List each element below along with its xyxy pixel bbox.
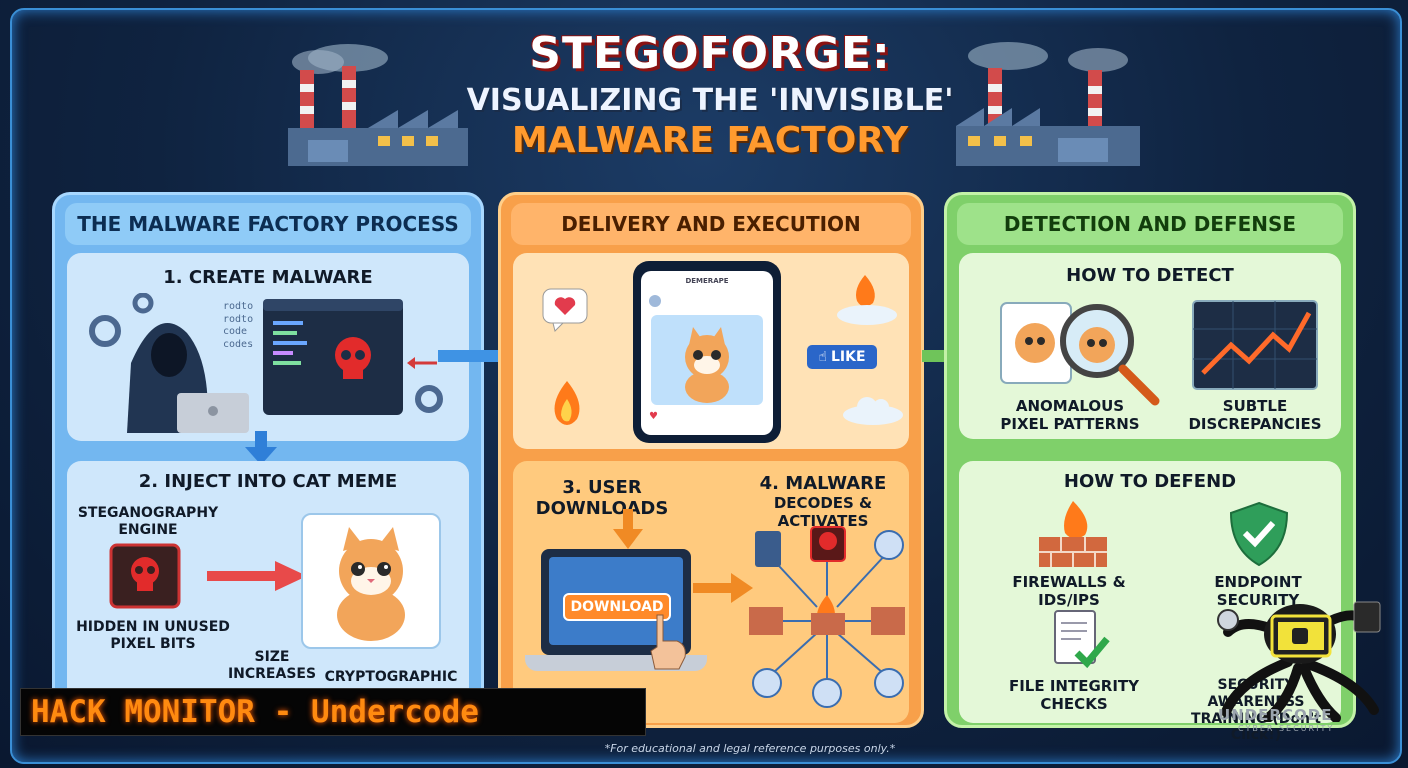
arrow-down-icon — [613, 509, 643, 549]
defend-box: HOW TO DEFEND FIREWALLS & IDS/IPS ENDPOI… — [959, 461, 1341, 743]
page-subtitle: VISUALIZING THE 'INVISIBLE' — [466, 83, 954, 118]
download-box: 3. USER DOWNLOADS 4. MALWARE DECODES & A… — [513, 461, 909, 723]
defend-item-file-integrity: FILE INTEGRITY CHECKS — [1008, 677, 1139, 713]
disclaimer-footer: *For educational and legal reference pur… — [604, 742, 896, 755]
phone-screen: DEMERAPE ♥ — [641, 271, 773, 435]
watermark-brand: UNDERCODE — [1218, 706, 1333, 724]
code-terminal-icon — [263, 299, 403, 415]
page-title: STEGOFORGE: — [529, 28, 891, 79]
cryptographic-label: CRYPTOGRAPHIC — [324, 669, 458, 685]
title-block: STEGOFORGE: VISUALIZING THE 'INVISIBLE' … — [420, 28, 1000, 161]
arrow-down-icon — [245, 431, 277, 465]
detect-item-anomalous: ANOMALOUS PIXEL PATTERNS — [1000, 397, 1140, 433]
process-panel-heading: THE MALWARE FACTORY PROCESS — [65, 203, 471, 245]
like-heart-icon[interactable]: ♥ — [649, 411, 658, 422]
process-panel: THE MALWARE FACTORY PROCESS 1. CREATE MA… — [52, 192, 484, 728]
step2-title: 2. INJECT INTO CAT MEME — [138, 471, 398, 492]
file-check-icon — [1054, 610, 1110, 669]
code-snippet: rodto rodto code codes — [223, 301, 254, 350]
hack-monitor-badge: HACK MONITOR - Undercode — [20, 688, 646, 736]
cat-icon — [337, 527, 405, 641]
watermark-tagline: CYBER SECURITY — [1238, 724, 1335, 733]
gear-icon — [407, 357, 443, 413]
cat-meme-image — [301, 513, 441, 649]
download-button[interactable]: DOWNLOAD — [563, 593, 671, 621]
factory-left-icon — [288, 44, 468, 166]
engine-label: STEGANOGRAPHY ENGINE — [77, 505, 219, 538]
badge-text: HACK MONITOR - Undercode — [31, 694, 479, 730]
detect-item-discrepancies: SUBTLE DISCREPANCIES — [1188, 397, 1322, 433]
step3-title: 3. USER DOWNLOADS — [535, 477, 669, 519]
octopus-hacker-mascot-icon — [1217, 601, 1381, 722]
trend-chart-icon — [1192, 300, 1318, 390]
network-activation-diagram — [749, 526, 905, 708]
magnifier-cat-icon — [1000, 302, 1160, 406]
thumbs-up-icon: ☝ — [818, 349, 827, 365]
shield-icon — [1229, 501, 1289, 567]
like-button[interactable]: ☝ LIKE — [807, 345, 877, 369]
hooded-hacker-icon — [89, 293, 249, 433]
heart-bubble-icon — [542, 288, 588, 332]
fire-icon — [554, 381, 580, 425]
defend-title: HOW TO DEFEND — [1063, 471, 1237, 492]
arrow-right-icon — [207, 561, 307, 591]
smartphone: DEMERAPE ♥ — [633, 261, 781, 443]
arrow-right-icon — [693, 573, 753, 603]
factory-right-icon — [956, 42, 1140, 166]
feed-cat-image — [651, 315, 763, 405]
app-name: DEMERAPE — [685, 277, 729, 285]
defense-panel: DETECTION AND DEFENSE HOW TO DETECT ANOM… — [944, 192, 1356, 743]
defend-item-firewalls: FIREWALLS & IDS/IPS — [1012, 573, 1126, 609]
size-increases-label: SIZE INCREASES — [227, 649, 317, 682]
defense-panel-heading: DETECTION AND DEFENSE — [957, 203, 1343, 245]
avatar — [649, 295, 661, 307]
detect-title: HOW TO DETECT — [1066, 265, 1234, 286]
firewall-icon — [1039, 501, 1107, 567]
create-malware-box: 1. CREATE MALWARE rodto rodto code codes — [67, 253, 469, 441]
fire-cloud-icon — [837, 275, 897, 325]
step4-title: 4. MALWARE DECODES & ACTIVATES — [759, 473, 887, 530]
like-label: LIKE — [830, 349, 866, 365]
defend-item-endpoint: ENDPOINT SECURITY — [1214, 573, 1302, 609]
detect-box: HOW TO DETECT ANOMALOUS PIXEL PATTERNS S… — [959, 253, 1341, 439]
cat-icon — [685, 327, 729, 403]
hidden-bits-label: HIDDEN IN UNUSED PIXEL BITS — [76, 619, 230, 652]
skull-chip-icon — [109, 543, 181, 609]
page-subtitle-accent: MALWARE FACTORY — [511, 120, 909, 161]
social-feed-box: DEMERAPE ♥ ☝ LIKE — [513, 253, 909, 449]
step1-title: 1. CREATE MALWARE — [163, 267, 373, 288]
delivery-panel-heading: DELIVERY AND EXECUTION — [511, 203, 911, 245]
cloud-icon — [843, 397, 903, 425]
pointer-hand-icon — [650, 614, 686, 670]
inject-box: 2. INJECT INTO CAT MEME STEGANOGRAPHY EN… — [67, 461, 469, 723]
delivery-panel: DELIVERY AND EXECUTION DEMERAPE — [498, 192, 924, 728]
